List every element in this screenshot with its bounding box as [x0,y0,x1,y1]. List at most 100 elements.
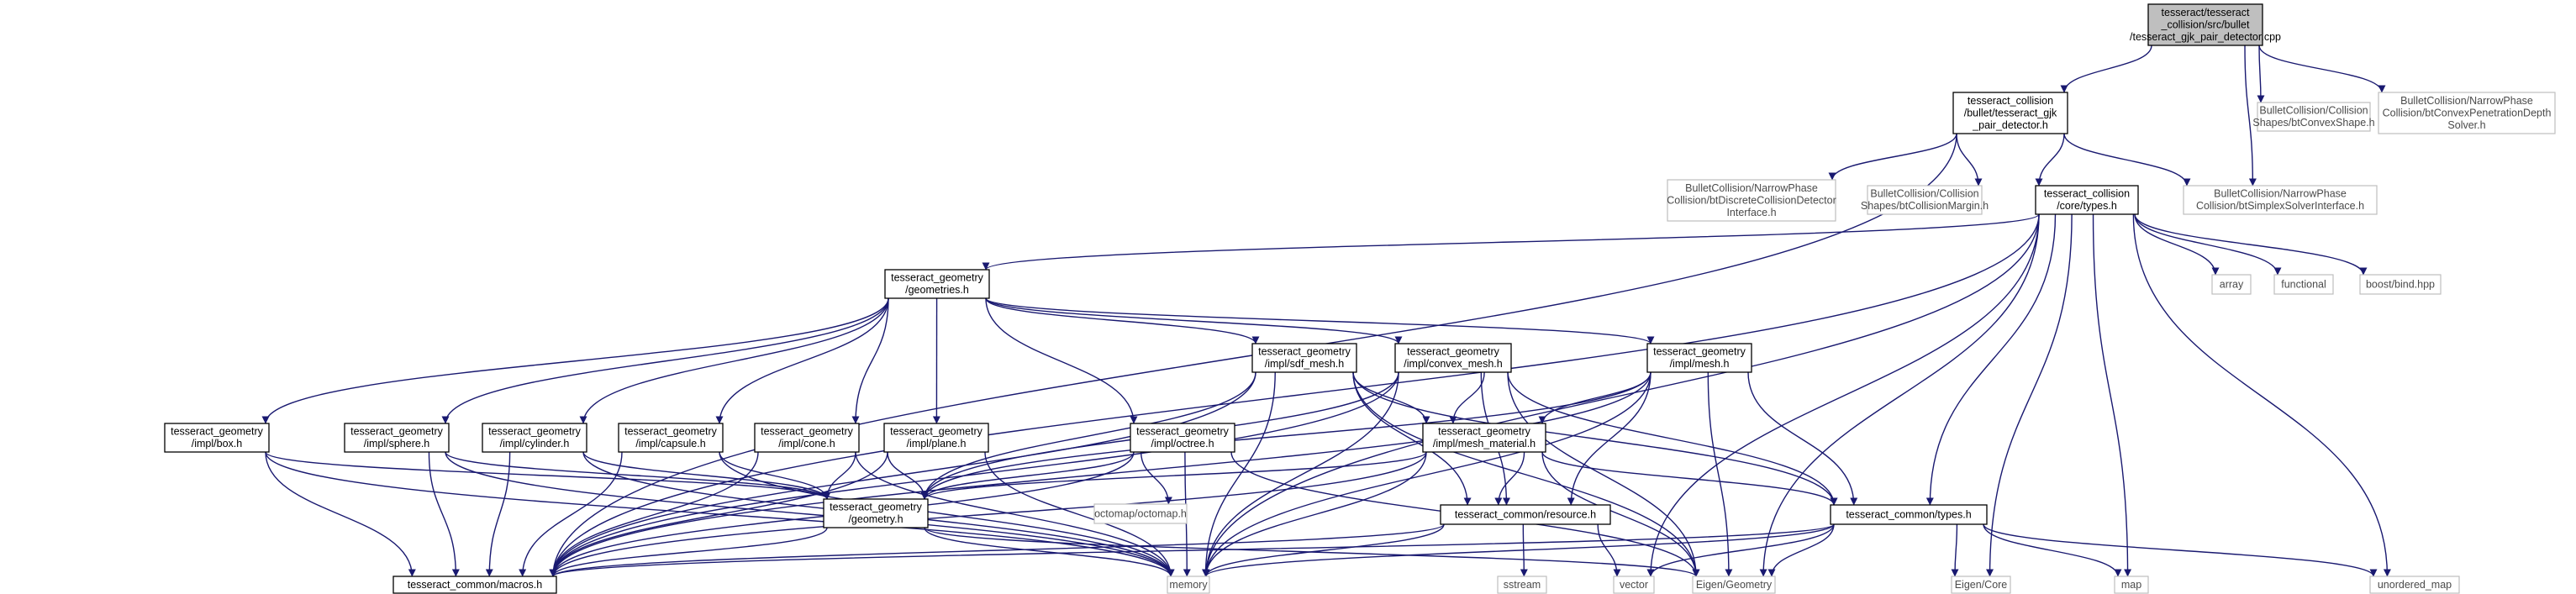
edge-core_types-to-array [2134,213,2220,276]
edge-sdf_mesh-to-geometry_h [920,371,1256,500]
edge-resource-to-memory [1202,523,1445,577]
node-convexshape: BulletCollision/CollisionShapes/btConvex… [2252,102,2375,132]
edge-geometries-to-sphere [441,297,889,424]
node-label-line: tesseract_collision [2044,188,2130,200]
edge-core_types-to-vector [1646,213,2040,577]
node-label-line: vector [1620,579,1648,591]
node-octree[interactable]: tesseract_geometry/impl/octree.h [1130,423,1235,453]
edge-core_types-to-common_types [1925,213,2057,506]
node-mesh_material[interactable]: tesseract_geometry/impl/mesh_material.h [1422,423,1546,453]
node-box [1093,503,1188,524]
edge-sphere-to-macros [428,451,460,577]
node-eigen_core: Eigen/Core [1951,576,2011,594]
edge-octree-to-geometry_h [920,451,1135,500]
node-label-line: /impl/mesh.h [1670,358,1730,370]
node-label-line: tesseract_geometry [488,426,582,438]
node-label-line: tesseract_geometry [1653,346,1746,358]
node-label-line: /impl/octree.h [1151,438,1214,449]
node-map: map [2114,576,2149,594]
node-box [1952,92,2068,134]
node-label-line: tesseract_geometry [350,426,444,438]
node-label-line: BulletCollision/Collision [1870,188,1978,200]
node-label-line: tesseract_common/types.h [1846,508,1971,520]
edge-core_types-to-eigen_geometry [1759,213,2040,577]
edge-core_types-to-functional [2134,213,2282,276]
edge-sdf_mesh-to-macros [549,371,1256,577]
node-label-line: Collision/btSimplexSolverInterface.h [2196,200,2364,212]
edge-convex_mesh-to-macros [549,371,1399,577]
node-geometries[interactable]: tesseract_geometry/geometries.h [884,269,990,299]
node-box [1646,343,1752,373]
edge-core_types-to-geometries [982,213,2040,271]
node-sdf_mesh[interactable]: tesseract_geometry/impl/sdf_mesh.h [1251,343,1357,373]
edge-gjk_h-to-core_types [2035,133,2065,187]
node-box[interactable]: tesseract_geometry/impl/box.h [164,423,270,453]
node-box [1497,576,1547,594]
edge-gjk_h-to-discrete [1828,133,1957,181]
node-root[interactable]: tesseract/tesseract_collision/src/bullet… [2130,3,2281,46]
node-geometry_h[interactable]: tesseract_geometry/geometry.h [823,498,929,528]
node-mesh[interactable]: tesseract_geometry/impl/mesh.h [1646,343,1752,373]
edge-plane-to-memory [984,451,1175,577]
edge-mesh-to-eigen_geometry [1707,371,1733,577]
node-box [2211,274,2252,295]
node-box [618,423,724,453]
node-box [1830,504,1988,525]
node-box [1667,179,1836,222]
node-box [2369,576,2460,594]
node-gjk_h[interactable]: tesseract_collision/bullet/tesseract_gjk… [1952,92,2068,134]
node-common_types[interactable]: tesseract_common/types.h [1830,504,1988,525]
node-label-line: array [2220,278,2244,290]
node-box [1951,576,2011,594]
node-cone[interactable]: tesseract_geometry/impl/cone.h [754,423,860,453]
node-label-line: sstream [1504,579,1541,591]
edge-common_types-to-vector [1646,523,1835,577]
edge-sphere-to-memory [445,451,1175,577]
node-box [344,423,450,453]
edge-mesh-to-geometry_h [920,371,1651,500]
node-label-line: octomap/octomap.h [1094,507,1187,519]
node-label-line: /impl/sdf_mesh.h [1265,358,1345,370]
edge-geometries-to-cylinder [579,297,889,424]
edge-root-to-gjk_h [2060,45,2152,93]
node-label-line: Eigen/Geometry [1696,579,1773,591]
edge-cone-to-memory [855,451,1175,577]
node-label-line: Shapes/btCollisionMargin.h [1861,200,1989,212]
node-resource[interactable]: tesseract_common/resource.h [1440,504,1611,525]
node-macros[interactable]: tesseract_common/macros.h [392,576,557,594]
edge-mesh_material-to-geometry_h [920,451,1427,500]
node-functional: functional [2273,274,2334,295]
node-box [2273,274,2334,295]
node-boostbind: boost/bind.hpp [2359,274,2442,295]
edge-convex_mesh-to-memory [1202,371,1399,577]
node-core_types[interactable]: tesseract_collision/core/types.h [2035,185,2139,215]
edge-mesh_material-to-memory [1202,451,1427,577]
node-box [1613,576,1655,594]
node-box [1130,423,1235,453]
edge-gjk_h-to-margin [1956,133,1983,187]
node-label-line: Solver.h [2447,119,2485,131]
edge-convex_mesh-to-eigen_geometry [1507,371,1700,577]
edge-octree-to-octomap [1140,451,1172,505]
node-sstream: sstream [1497,576,1547,594]
node-capsule[interactable]: tesseract_geometry/impl/capsule.h [618,423,724,453]
node-memory: memory [1167,576,1210,594]
edge-plane-to-macros [549,451,888,577]
edge-geometry_h-to-macros [549,527,828,577]
node-cylinder[interactable]: tesseract_geometry/impl/cylinder.h [482,423,587,453]
node-label-line: tesseract_geometry [1258,346,1351,358]
edge-resource-to-vector [1597,523,1621,577]
node-sphere[interactable]: tesseract_geometry/impl/sphere.h [344,423,450,453]
node-label-line: tesseract_geometry [761,426,854,438]
node-box [823,498,929,528]
node-box [1867,185,1983,215]
node-simplex: BulletCollision/NarrowPhaseCollision/btS… [2183,185,2378,215]
edge-capsule-to-memory [719,451,1175,577]
edge-core_types-to-boostbind [2134,213,2368,276]
node-plane[interactable]: tesseract_geometry/impl/plane.h [883,423,989,453]
node-convex_mesh[interactable]: tesseract_geometry/impl/convex_mesh.h [1394,343,1512,373]
node-box [1394,343,1512,373]
node-label-line: tesseract_geometry [830,502,923,513]
node-label-line: /bullet/tesseract_gjk [1964,107,2057,118]
edge-cone-to-macros [549,451,759,577]
